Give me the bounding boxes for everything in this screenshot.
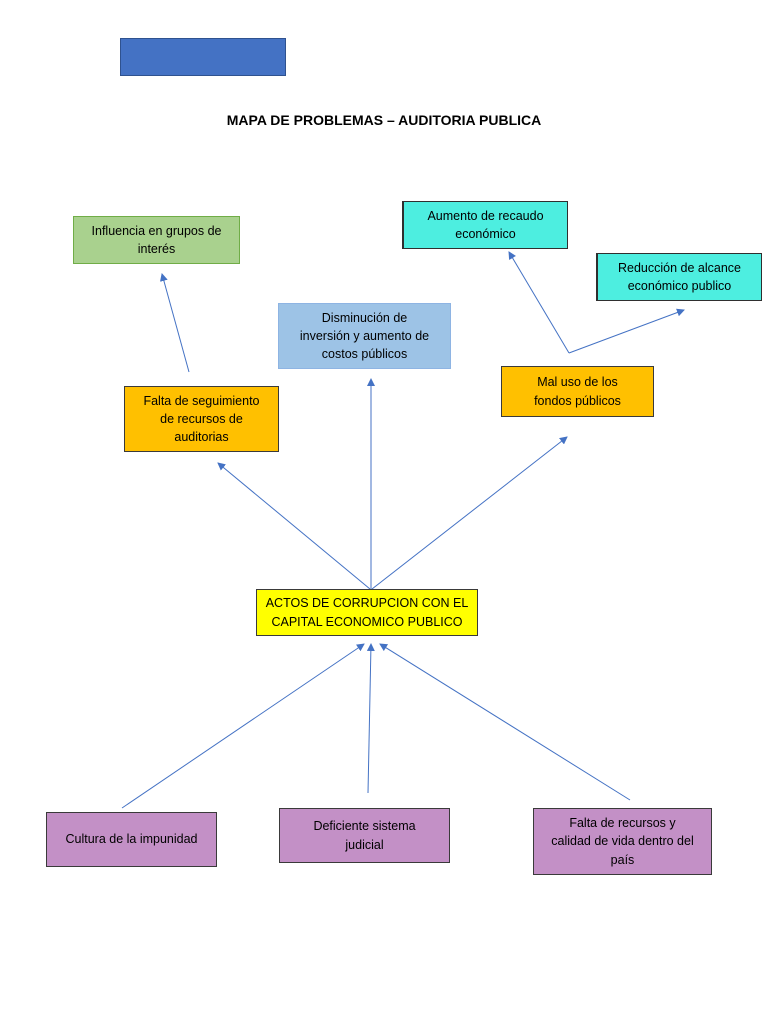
arrow-deficiente-to-central	[366, 643, 375, 794]
header-color-bar	[120, 38, 286, 76]
arrow-cultura-to-central	[121, 643, 365, 809]
arrow-central-to-mal-uso	[371, 436, 568, 590]
arrow-central-to-falta-seguimiento	[217, 462, 371, 590]
node-falta-seguimiento: Falta de seguimiento de recursos de audi…	[124, 386, 279, 452]
node-deficiente-sistema: Deficiente sistema judicial	[279, 808, 450, 863]
page-title: MAPA DE PROBLEMAS – AUDITORIA PUBLICA	[226, 112, 542, 128]
node-mal-uso-fondos: Mal uso de los fondos públicos	[501, 366, 654, 417]
arrow-falta-recursos-to-central	[379, 643, 631, 801]
node-cultura-impunidad: Cultura de la impunidad	[46, 812, 217, 867]
arrow-mal-uso-to-reduccion-alcance	[568, 308, 685, 354]
node-influencia-grupos-interes: Influencia en grupos de interés	[73, 216, 240, 264]
node-falta-recursos-calidad-vida: Falta de recursos y calidad de vida dent…	[533, 808, 712, 875]
node-aumento-recaudo: Aumento de recaudo económico	[402, 201, 568, 249]
node-disminucion-inversion: Disminución de inversión y aumento de co…	[278, 303, 451, 369]
node-central-actos-corrupcion: ACTOS DE CORRUPCION CON EL CAPITAL ECONO…	[256, 589, 478, 636]
arrow-mal-uso-to-aumento-recaudo	[508, 251, 570, 354]
arrow-falta-seguimiento-to-influencia	[160, 273, 190, 373]
node-reduccion-alcance: Reducción de alcance económico publico	[596, 253, 762, 301]
